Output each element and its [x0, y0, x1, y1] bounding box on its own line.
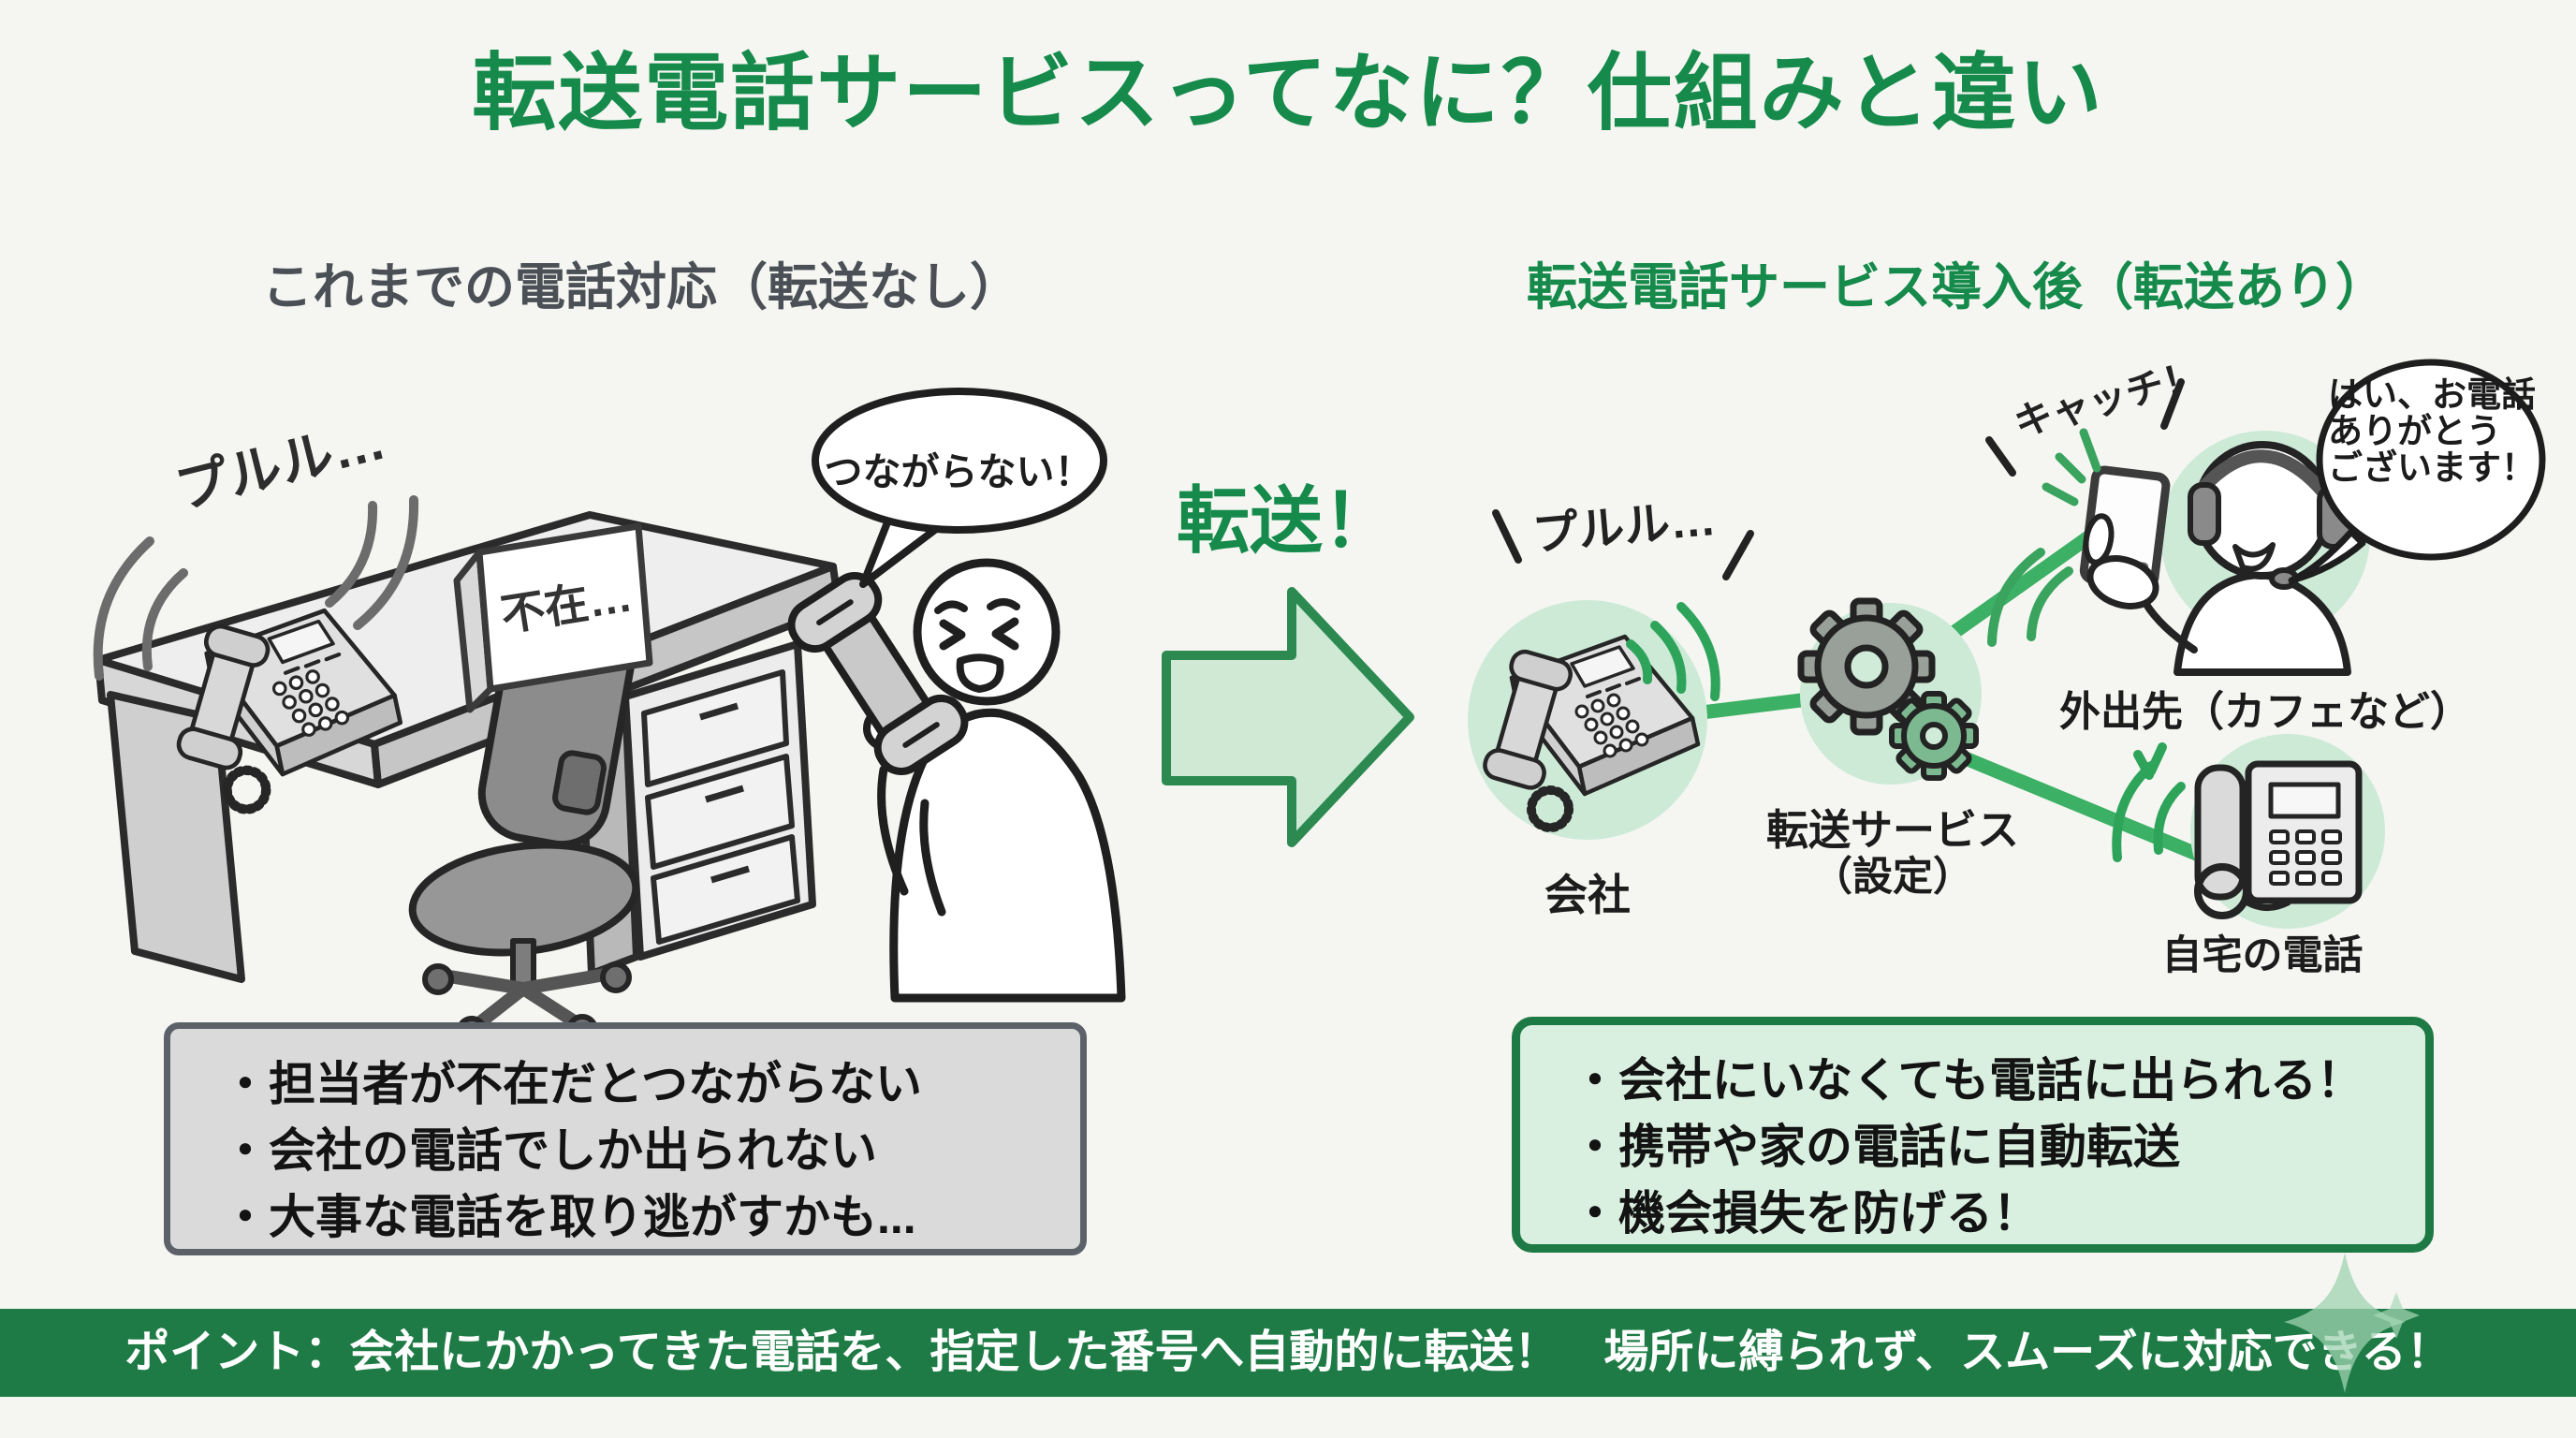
operator-bubble-text: はい、お電話 ありがとう ございます！	[2328, 376, 2536, 486]
company-ring-waves-icon	[1626, 602, 1720, 701]
gear-large-icon	[1797, 597, 1936, 736]
operator-figure	[2079, 441, 2354, 676]
home-phone-icon	[2194, 760, 2363, 919]
company-label: 会社	[1544, 871, 1631, 919]
ring-waves-left-icon	[93, 536, 188, 681]
problem-item: ・担当者が不在だとつながらない	[222, 1058, 922, 1110]
caller-figure	[787, 558, 1126, 1003]
service-label-line2: （設定）	[1812, 855, 1973, 900]
benefit-item: ・機会損失を防げる！	[1572, 1187, 2040, 1240]
operator-speech-bubble	[2288, 359, 2546, 584]
line-company-gears	[1687, 691, 1823, 721]
caller-bubble-label: つながらない！	[824, 450, 1093, 493]
service-label-line1: 転送サービス	[1765, 806, 2019, 854]
after-heading: 転送電話サービス導入後（転送あり）	[1527, 259, 2386, 315]
benefit-item: ・会社にいなくても電話に出られる！	[1572, 1054, 2364, 1107]
home-ring-waves-icon	[2112, 742, 2186, 862]
mobile-location-label: 外出先（カフェなど）	[2059, 689, 2471, 735]
catch-rays-icon	[2042, 428, 2101, 506]
absent-sign	[453, 522, 653, 713]
smartphone-ring-waves-icon	[1987, 548, 2073, 647]
operator-bubble-line2: ありがとう	[2328, 412, 2501, 450]
footer-point-bar	[0, 1309, 2576, 1397]
page-title: 転送電話サービスってなに？仕組みと違い	[472, 47, 2104, 140]
problem-item: ・大事な電話を取り逃がすかも...	[222, 1191, 916, 1243]
gear-small-icon	[1889, 691, 1979, 781]
before-heading: これまでの電話対応（転送なし）	[262, 259, 1020, 315]
benefit-box: ・会社にいなくても電話に出られる！ ・携帯や家の電話に自動転送 ・機会損失を防げ…	[1512, 1017, 2434, 1253]
forward-label: 転送！	[1176, 479, 1396, 562]
line-gears-home	[1949, 747, 2213, 865]
benefit-item: ・携帯や家の電話に自動転送	[1572, 1121, 2180, 1173]
ring-waves-right-icon	[325, 495, 419, 630]
operator-bubble-line3: ございます！	[2328, 448, 2536, 487]
footer-point-text: ポイント：会社にかかってきた電話を、指定した番号へ自動的に転送！ 場所に縛られず…	[124, 1328, 2452, 1377]
handset-icon	[787, 572, 969, 775]
ring-sfx-slashes	[1492, 509, 1754, 580]
problem-box: ・担当者が不在だとつながらない ・会社の電話でしか出られない ・大事な電話を取り…	[164, 1022, 1087, 1255]
caller-speech-bubble	[812, 388, 1107, 588]
problem-item: ・会社の電話でしか出られない	[222, 1124, 877, 1177]
forward-arrow-icon	[1162, 587, 1414, 847]
home-phone-label: 自宅の電話	[2161, 933, 2364, 978]
catch-sfx-slashes	[1985, 378, 2185, 477]
operator-bubble-line1: はい、お電話	[2328, 375, 2536, 414]
